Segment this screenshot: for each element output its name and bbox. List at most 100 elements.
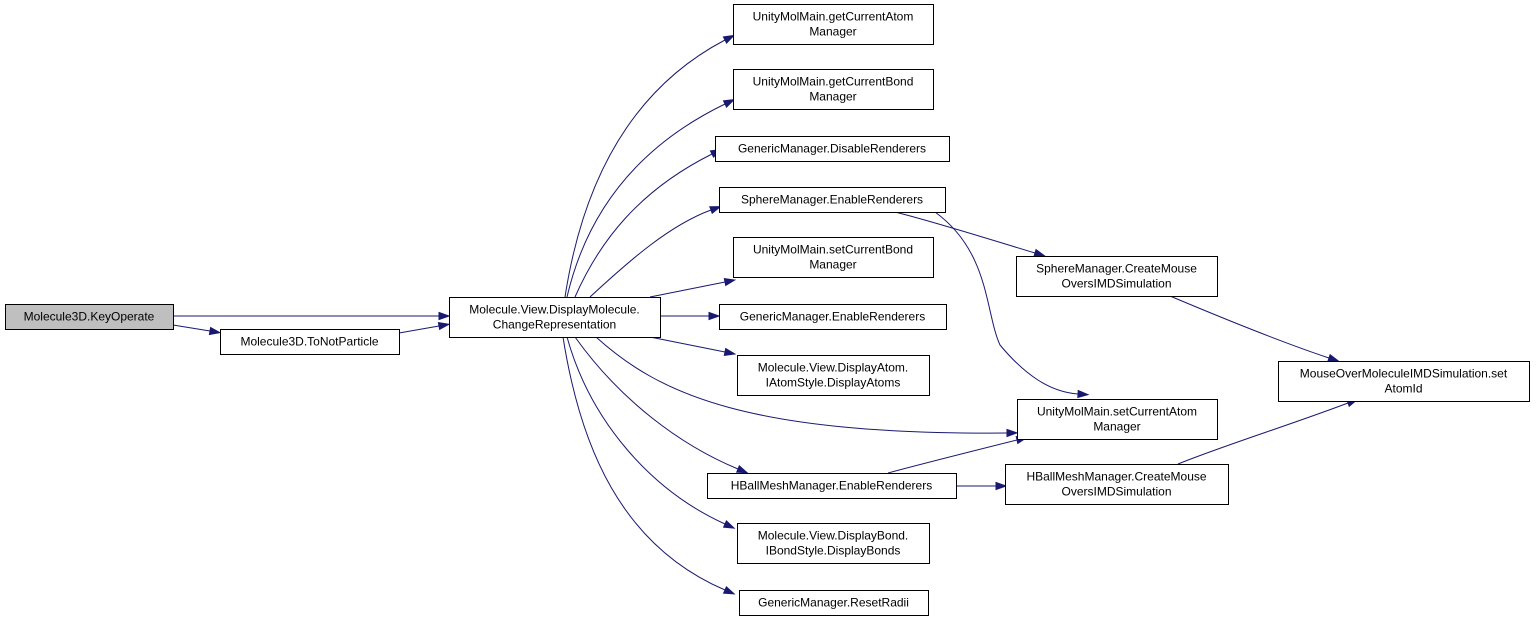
node-box [707, 473, 957, 499]
node-box [1005, 464, 1229, 505]
edge-line [562, 336, 726, 591]
node-box [733, 4, 934, 45]
arrow-head-icon [1077, 389, 1090, 399]
edge-n2-n4 [566, 98, 736, 298]
node-label-line: GenericManager.ResetRadii [758, 596, 909, 610]
node-box [733, 69, 934, 110]
node-box [1016, 256, 1218, 297]
arrow-head-icon [438, 311, 451, 321]
edge-n2-n9 [649, 336, 737, 356]
arrow-head-icon [722, 34, 736, 44]
node-n1[interactable]: Molecule3D.ToNotParticle [220, 329, 400, 355]
node-label-line: UnityMolMain.setCurrentAtom [1037, 405, 1197, 419]
node-n14[interactable]: SphereManager.CreateMouseOversIMDSimulat… [1016, 256, 1218, 297]
arrow-head-icon [1006, 428, 1019, 438]
edge-n2-n5 [574, 148, 723, 298]
node-label-line: ChangeRepresentation [493, 318, 616, 332]
node-label-line: UnityMolMain.getCurrentAtom [753, 10, 914, 24]
node-box [719, 304, 947, 330]
node-label-line: Manager [809, 25, 856, 39]
node-box [449, 297, 661, 338]
node-n6[interactable]: SphereManager.EnableRenderers [719, 187, 946, 213]
node-label-line: UnityMolMain.getCurrentBond [753, 75, 914, 89]
node-label-line: MouseOverMoleculeIMDSimulation.set [1300, 367, 1508, 381]
edge-n0-n1 [172, 324, 222, 336]
node-label-line: IAtomStyle.DisplayAtoms [766, 376, 901, 390]
node-label-line: Manager [1093, 420, 1140, 434]
arrow-head-icon [723, 278, 737, 287]
edge-n2-n12 [566, 336, 736, 529]
node-label-line: Molecule3D.ToNotParticle [240, 335, 378, 349]
edge-line [589, 209, 712, 298]
arrow-head-icon [208, 326, 222, 336]
node-box [737, 523, 930, 564]
arrow-head-icon [735, 464, 749, 474]
node-box [1278, 361, 1530, 402]
edge-n2-n11 [574, 336, 749, 474]
edge-line [172, 324, 211, 332]
node-label-line: GenericManager.DisableRenderers [738, 142, 926, 156]
node-label-line: Molecule.View.DisplayBond. [758, 529, 909, 543]
node-n11[interactable]: HBallMeshManager.EnableRenderers [707, 473, 957, 499]
edge-line [887, 439, 1018, 474]
edge-n6-n10 [934, 211, 1090, 399]
node-n15[interactable]: HBallMeshManager.CreateMouseOversIMDSimu… [1005, 464, 1229, 505]
node-label-line: SphereManager.EnableRenderers [741, 193, 923, 207]
node-n9[interactable]: Molecule.View.DisplayAtom.IAtomStyle.Dis… [737, 355, 930, 396]
node-label-line: GenericManager.EnableRenderers [740, 310, 925, 324]
node-n12[interactable]: Molecule.View.DisplayBond.IBondStyle.Dis… [737, 523, 930, 564]
arrow-head-icon [437, 321, 451, 331]
node-box [715, 136, 950, 162]
node-n0[interactable]: Molecule3D.KeyOperate [5, 304, 174, 330]
edge-n11-n15 [956, 481, 1008, 491]
edge-line [934, 211, 1079, 395]
node-n2[interactable]: Molecule.View.DisplayMolecule.ChangeRepr… [449, 297, 661, 338]
node-box [733, 237, 934, 278]
edge-line [1169, 295, 1330, 359]
node-label-line: HBallMeshManager.EnableRenderers [731, 479, 932, 493]
edge-line [398, 325, 440, 334]
node-label-line: Molecule.View.DisplayAtom. [758, 361, 909, 375]
edge-line [574, 153, 713, 298]
arrow-head-icon [708, 311, 721, 321]
node-n5[interactable]: GenericManager.DisableRenderers [715, 136, 950, 162]
edge-line [595, 336, 1008, 434]
edge-line [566, 336, 726, 525]
edge-n2-n7 [649, 278, 737, 298]
node-label-line: HBallMeshManager.CreateMouse [1026, 470, 1206, 484]
node-n8[interactable]: GenericManager.EnableRenderers [719, 304, 947, 330]
edge-line [894, 211, 1036, 254]
root-node-box [5, 304, 174, 330]
node-label-line: AtomId [1384, 382, 1422, 396]
node-label-line: Molecule.View.DisplayMolecule. [469, 303, 640, 317]
node-label-line: UnityMolMain.setCurrentBond [753, 243, 913, 257]
node-box [739, 590, 929, 616]
arrow-head-icon [722, 585, 736, 595]
arrow-head-icon [723, 347, 737, 356]
node-label-line: OversIMDSimulation [1061, 485, 1171, 499]
node-label-line: Manager [809, 258, 856, 272]
arrow-head-icon [1033, 248, 1047, 257]
edge-line [574, 336, 739, 470]
edge-line [564, 39, 726, 298]
edge-n2-n3 [564, 34, 736, 298]
node-label-line: Molecule3D.KeyOperate [24, 310, 155, 324]
node-n13[interactable]: GenericManager.ResetRadii [739, 590, 929, 616]
edge-n14-n16 [1169, 295, 1340, 362]
edges [172, 34, 1359, 595]
node-box [719, 187, 946, 213]
node-label-line: OversIMDSimulation [1061, 277, 1171, 291]
node-box [1017, 399, 1218, 440]
edge-line [566, 103, 726, 298]
arrow-head-icon [722, 98, 736, 109]
node-box [220, 329, 400, 355]
arrow-head-icon [995, 481, 1008, 491]
arrow-head-icon [722, 519, 736, 529]
edge-line [1177, 402, 1349, 465]
